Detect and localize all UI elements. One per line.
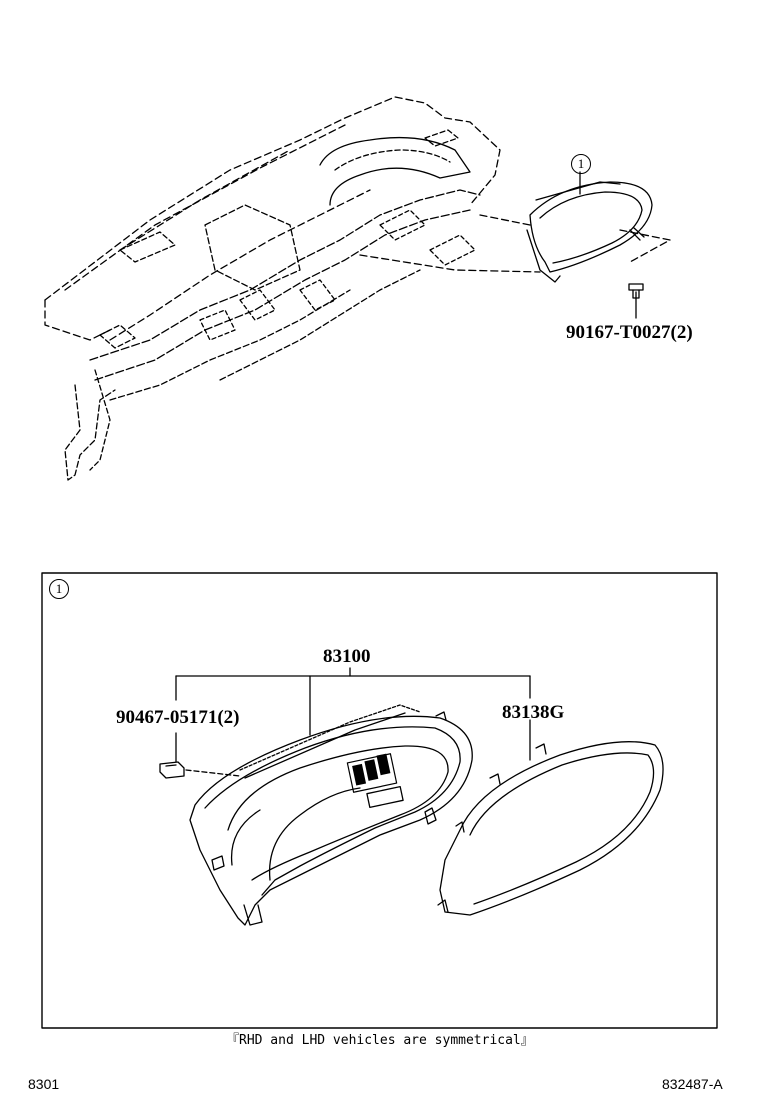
part-label-screw-detail: 90467-05171(2) (116, 707, 240, 728)
part-leader-bracket (175, 667, 531, 763)
detail-frame (41, 572, 718, 1029)
footer-right-code: 832487-A (662, 1076, 723, 1092)
callout-detail: 1 (49, 579, 69, 599)
symmetry-note: 『RHD and LHD vehicles are symmetrical』 (226, 1033, 534, 1048)
instrument-panel-drawing (44, 96, 671, 481)
callout-top: 1 (571, 154, 591, 174)
part-label-meter-assy: 83100 (323, 646, 371, 667)
screw-icon-top (628, 283, 644, 299)
part-label-glass: 83138G (502, 702, 565, 723)
top-callout-leader (579, 171, 637, 319)
combination-meter-top (526, 181, 653, 283)
screw-icon-detail (159, 761, 241, 779)
footer-left-code: 8301 (28, 1076, 60, 1092)
combination-meter-body (189, 704, 473, 926)
meter-glass (437, 741, 664, 916)
part-label-screw-top: 90167-T0027(2) (566, 322, 693, 343)
